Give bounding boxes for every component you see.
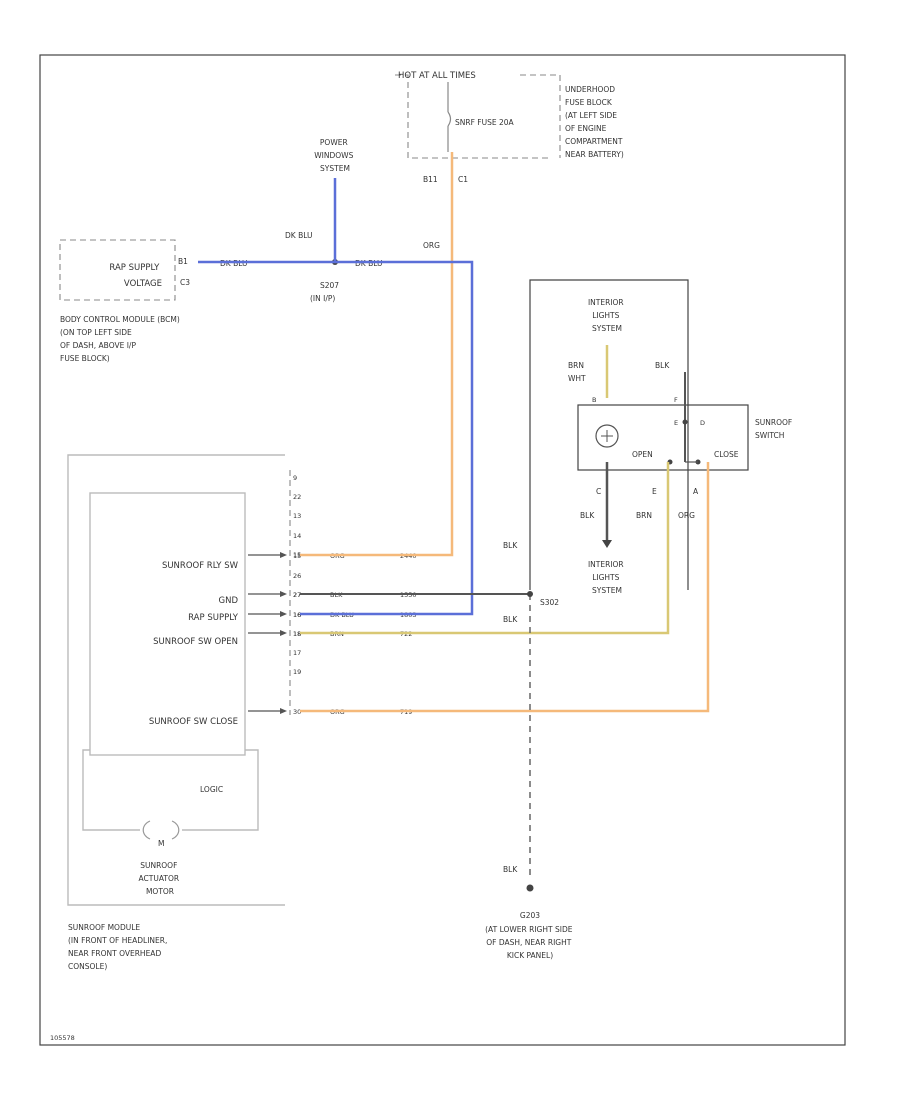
signal-sunroof-sw-close: SUNROOF SW CLOSE xyxy=(149,717,238,727)
svg-text:27: 27 xyxy=(293,591,301,599)
power-windows-label: POWER WINDOWS SYSTEM xyxy=(314,138,355,173)
connector-pin-numbers: 9 22 13 14 15 26 27 16 18 17 19 xyxy=(293,474,301,676)
module-location: SUNROOF MODULE (IN FRONT OF HEADLINER, N… xyxy=(68,923,170,971)
switch-brn-label: BRN WHT xyxy=(568,361,586,383)
signal-sunroof-rly-sw: SUNROOF RLY SW xyxy=(162,561,239,571)
switch-bottom-interior-label: INTERIOR LIGHTS SYSTEM xyxy=(588,560,626,595)
switch-bottom-e-label: BRN xyxy=(636,511,652,520)
ground-g203-label: G203 xyxy=(520,911,540,920)
bcm-connector-label: C3 xyxy=(180,278,190,287)
motor-symbol: M xyxy=(158,839,164,848)
svg-text:27: 27 xyxy=(293,591,301,599)
svg-text:BLK: BLK xyxy=(503,865,518,874)
switch-pin-d: D xyxy=(700,419,705,427)
bcm-location: BODY CONTROL MODULE (BCM) (ON TOP LEFT S… xyxy=(60,315,182,363)
interior-top-label: INTERIOR LIGHTS SYSTEM xyxy=(588,298,626,333)
svg-text:13: 13 xyxy=(293,512,301,520)
switch-pin-a: A xyxy=(693,487,699,496)
switch-pin-e: E xyxy=(652,487,657,496)
fuse-block-header: HOT AT ALL TIMES xyxy=(398,71,476,81)
diagram-frame xyxy=(39,54,846,1046)
underhood-fuse-block: HOT AT ALL TIMES SNRF FUSE 20A UNDERHOOD… xyxy=(395,71,625,184)
switch-bottom-c-label: BLK xyxy=(580,511,595,520)
splice-s302-dot xyxy=(527,591,533,597)
fuse-cavity-label: B11 xyxy=(423,175,438,184)
signal-rap-supply: RAP SUPPLY xyxy=(188,613,239,623)
wire-dk-blu-rap-supply xyxy=(198,260,474,616)
sunroof-switch: SUNROOF SWITCH OPEN CLOSE BRN WHT BLK B … xyxy=(568,361,795,496)
power-windows-system: POWER WINDOWS SYSTEM DK BLU S207 (IN I/P… xyxy=(285,138,355,303)
svg-text:17: 17 xyxy=(293,649,301,657)
wire-org-fuse-to-rly-sw xyxy=(300,152,454,557)
svg-text:26: 26 xyxy=(293,572,301,580)
interior-lights-panel: INTERIOR LIGHTS SYSTEM xyxy=(529,279,689,590)
switch-pin-b: B xyxy=(592,396,596,404)
svg-text:16: 16 xyxy=(293,611,301,619)
svg-text:16: 16 xyxy=(293,611,301,619)
splice-s207-desc: (IN I/P) xyxy=(310,294,335,303)
fuse-connector-label: C1 xyxy=(458,175,468,184)
ground-location: (AT LOWER RIGHT SIDE OF DASH, NEAR RIGHT… xyxy=(485,925,575,960)
svg-text:BLK: BLK xyxy=(503,615,518,624)
dimmer-icon xyxy=(595,424,619,448)
svg-text:9: 9 xyxy=(293,474,297,482)
bcm: RAP SUPPLY VOLTAGE B1 C3 DK BLU BODY CON… xyxy=(59,239,248,363)
bcm-wire-label: DK BLU xyxy=(220,259,248,268)
wire-brn-switch-open xyxy=(300,462,670,635)
switch-close-label: CLOSE xyxy=(714,450,739,459)
motor-symbol-shape xyxy=(142,820,180,840)
figure-code: 105578 xyxy=(50,1034,75,1042)
motor-label: SUNROOF ACTUATOR MOTOR xyxy=(139,861,182,896)
svg-text:15: 15 xyxy=(293,552,301,560)
switch-open-label: OPEN xyxy=(632,450,653,459)
switch-pin-c: C xyxy=(596,487,601,496)
wire-org-switch-close xyxy=(300,462,710,713)
svg-text:15: 15 xyxy=(293,551,301,559)
svg-text:22: 22 xyxy=(293,493,301,501)
sunroof-switch-label: SUNROOF SWITCH xyxy=(755,418,795,440)
fuse-block-location: UNDERHOOD FUSE BLOCK (AT LEFT SIDE OF EN… xyxy=(565,85,625,159)
switch-blk-label: BLK xyxy=(655,361,670,370)
module-logic-label: LOGIC xyxy=(200,785,223,794)
signal-gnd: GND xyxy=(219,596,239,606)
switch-bottom-a-label: ORG xyxy=(678,511,695,520)
svg-text:18: 18 xyxy=(293,630,301,638)
signal-sunroof-sw-open: SUNROOF SW OPEN xyxy=(153,637,238,647)
splice-wire-label: DK BLU xyxy=(355,259,383,268)
switch-bottom-wires: BLK BRN ORG INTERIOR LIGHTS SYSTEM xyxy=(580,511,695,595)
power-windows-wire-label: DK BLU xyxy=(285,231,313,240)
snrf-fuse-label: SNRF FUSE 20A xyxy=(455,118,515,127)
bcm-pin-label: B1 xyxy=(178,257,188,266)
svg-text:19: 19 xyxy=(293,668,301,676)
svg-text:18: 18 xyxy=(293,630,301,638)
splice-s207-label: S207 xyxy=(320,281,339,290)
ground-labels: BLK BLK BLK S302 G203 (AT LOWER RIGHT SI… xyxy=(485,541,575,960)
bcm-box-text: RAP SUPPLY VOLTAGE xyxy=(109,263,162,289)
sunroof-module: M LOGIC SUNROOF ACTUATOR MOTOR SUNROOF M… xyxy=(67,454,285,971)
splice-s302-label: S302 xyxy=(540,598,559,607)
svg-text:BLK: BLK xyxy=(503,541,518,550)
switch-pin-f: F xyxy=(674,396,678,404)
module-signals: SUNROOF RLY SW GND RAP SUPPLY SUNROOF SW… xyxy=(149,552,417,727)
svg-text:14: 14 xyxy=(293,532,301,540)
ground-g203-dot xyxy=(526,884,534,892)
switch-pin-e-top: E xyxy=(674,419,678,427)
interior-lights-arrow xyxy=(602,540,612,548)
svg-text:30: 30 xyxy=(293,708,301,716)
fuse-wire-label: ORG xyxy=(423,241,440,250)
